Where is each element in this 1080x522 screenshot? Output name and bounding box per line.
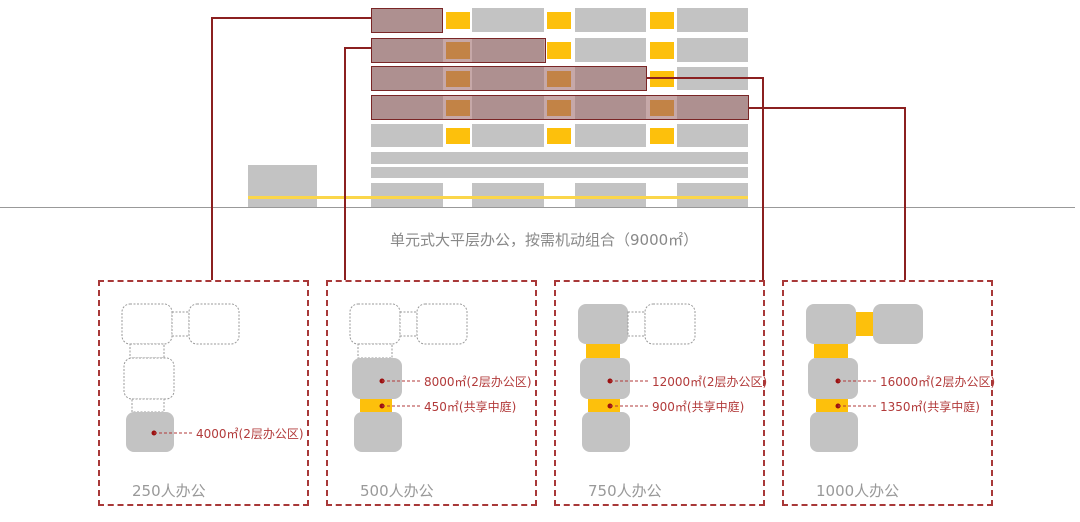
office-floor-block xyxy=(575,38,646,62)
caption: 单元式大平层办公，按需机动组合（9000㎡） xyxy=(390,231,699,249)
office-floor-block xyxy=(575,8,646,32)
scenario-panel: 12000㎡(2层办公区) 900㎡(共享中庭) 750人办公 xyxy=(554,280,768,506)
scenario-panel: 4000㎡(2层办公区) 250人办公 xyxy=(98,280,309,506)
connector-line xyxy=(344,47,346,280)
office-block xyxy=(126,412,174,452)
podium-block xyxy=(248,165,317,207)
office-floor-band xyxy=(371,167,748,178)
future-office-block xyxy=(123,357,175,400)
future-bridge xyxy=(399,311,418,337)
atrium-label: 1350㎡(共享中庭) xyxy=(880,400,980,414)
panel-title: 750人办公 xyxy=(588,482,662,500)
highlight-floor-1000 xyxy=(371,95,749,120)
atrium-label: 900㎡(共享中庭) xyxy=(652,400,745,414)
bridge xyxy=(856,312,873,336)
yellow-level-line xyxy=(248,196,748,199)
office-block xyxy=(873,304,923,344)
office-block xyxy=(354,412,402,452)
office-floor-block xyxy=(677,38,748,62)
office-floor-block xyxy=(472,124,544,147)
atrium-core xyxy=(446,128,470,144)
office-block xyxy=(580,358,630,399)
ground-line xyxy=(0,207,1075,208)
future-office-block xyxy=(416,303,468,345)
office-floor-block xyxy=(575,124,646,147)
atrium-core xyxy=(650,42,674,59)
future-office-block xyxy=(349,303,401,345)
future-office-block xyxy=(644,303,696,345)
highlight-floor-750 xyxy=(371,66,647,91)
office-floor-block xyxy=(371,124,443,147)
future-atrium xyxy=(131,398,165,413)
highlight-floor-500 xyxy=(371,38,546,63)
connector-line xyxy=(647,77,763,79)
office-block xyxy=(808,358,858,399)
office-block xyxy=(352,358,402,399)
atrium-label: 450㎡(共享中庭) xyxy=(424,400,517,414)
atrium-core xyxy=(650,12,674,29)
office-floor-band xyxy=(371,152,748,164)
future-bridge xyxy=(627,311,646,337)
office-label: 16000㎡(2层办公区) xyxy=(880,375,996,389)
atrium-core xyxy=(547,42,571,59)
office-floor-block xyxy=(472,8,544,32)
atrium-core xyxy=(650,71,674,87)
ground-floor-block xyxy=(472,183,544,207)
office-floor-block xyxy=(677,8,748,32)
future-office-block xyxy=(121,303,173,345)
floor-plan-diagram xyxy=(349,303,468,452)
atrium xyxy=(360,399,392,412)
scenario-panel: 16000㎡(2层办公区) 1350㎡(共享中庭) 1000人办公 xyxy=(782,280,996,506)
highlight-floor-250 xyxy=(371,8,443,33)
connector-line xyxy=(749,107,905,109)
office-floor-block xyxy=(677,124,748,147)
office-block xyxy=(810,412,858,452)
atrium-core xyxy=(547,128,571,144)
scenario-panel: 8000㎡(2层办公区) 450㎡(共享中庭) 500人办公 xyxy=(326,280,537,506)
connector-line xyxy=(211,17,213,280)
connector-line xyxy=(344,47,371,49)
future-office-block xyxy=(188,303,240,345)
bridge xyxy=(586,344,620,358)
office-label: 4000㎡(2层办公区) xyxy=(196,427,304,441)
connector-line xyxy=(211,17,371,19)
panel-title: 1000人办公 xyxy=(816,482,900,500)
floor-plan-diagram xyxy=(578,303,696,452)
atrium-core xyxy=(650,128,674,144)
office-block xyxy=(578,304,628,344)
office-block xyxy=(582,412,630,452)
atrium-core xyxy=(547,12,571,29)
connector-line xyxy=(762,77,764,280)
floor-plan-diagram xyxy=(121,303,240,452)
future-bridge xyxy=(129,343,165,359)
connector-line xyxy=(904,107,906,280)
floor-plan-diagram xyxy=(806,304,923,452)
office-label: 12000㎡(2层办公区) xyxy=(652,375,768,389)
office-block xyxy=(806,304,856,344)
atrium xyxy=(588,399,620,412)
office-label: 8000㎡(2层办公区) xyxy=(424,375,532,389)
future-bridge xyxy=(357,343,393,359)
ground-floor-block xyxy=(677,183,748,207)
panel-title: 250人办公 xyxy=(132,482,206,500)
bridge xyxy=(814,344,848,358)
atrium-core xyxy=(446,12,470,29)
ground-floor-block xyxy=(371,183,443,207)
future-bridge xyxy=(171,311,190,337)
panel-title: 500人办公 xyxy=(360,482,434,500)
atrium xyxy=(816,399,848,412)
office-floor-block xyxy=(677,67,748,90)
ground-floor-block xyxy=(575,183,646,207)
